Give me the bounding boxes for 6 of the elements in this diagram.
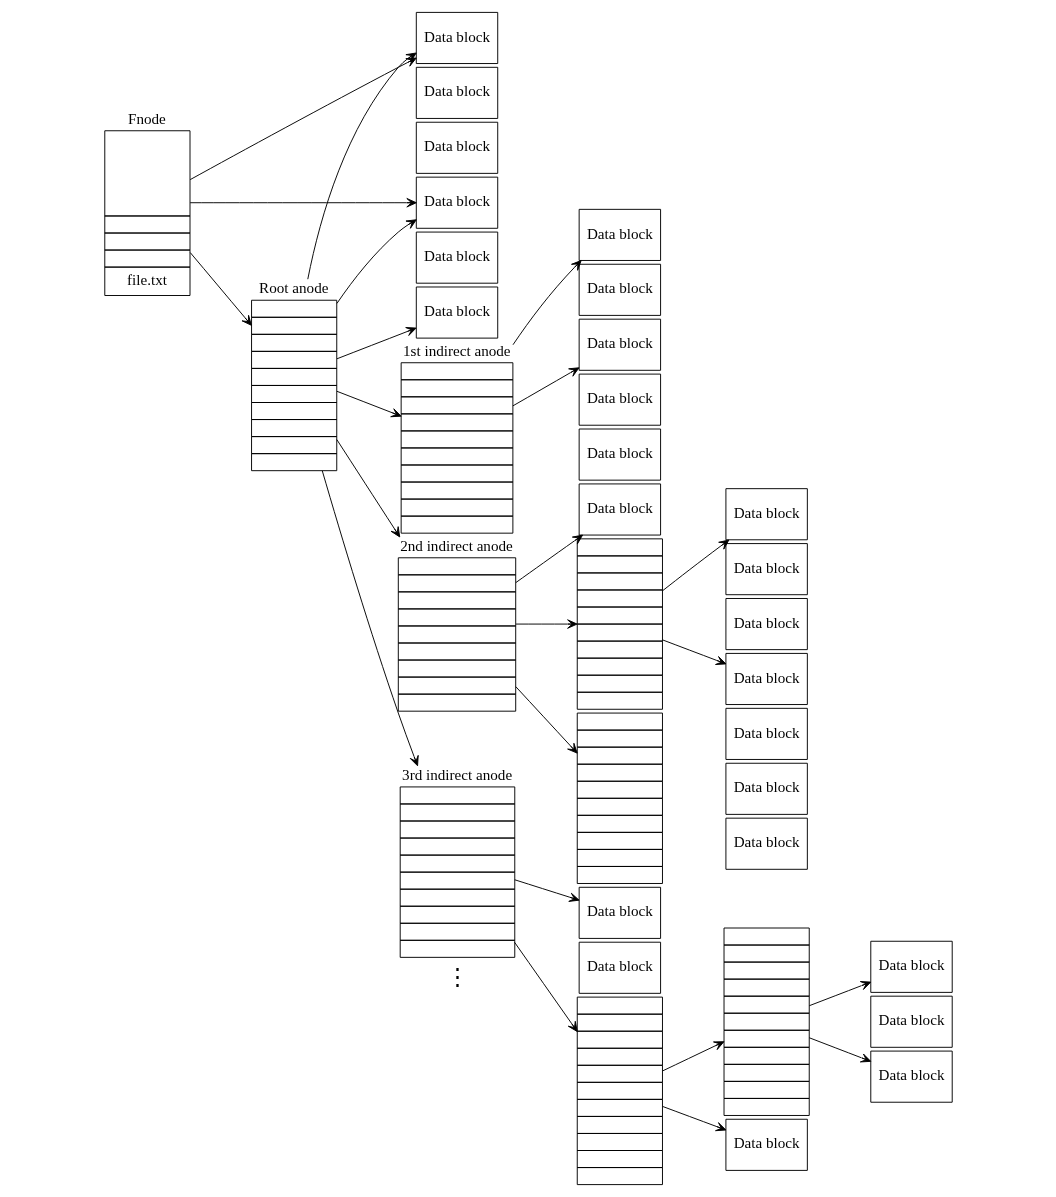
- node-label: 1st indirect anode: [402, 342, 511, 359]
- node-label: Root anode: [258, 280, 328, 297]
- label: ⋮: [445, 964, 469, 990]
- node-label: 2nd indirect anode: [399, 537, 513, 554]
- node-label: 3rd indirect anode: [401, 767, 512, 784]
- node-label: Fnode: [127, 110, 166, 127]
